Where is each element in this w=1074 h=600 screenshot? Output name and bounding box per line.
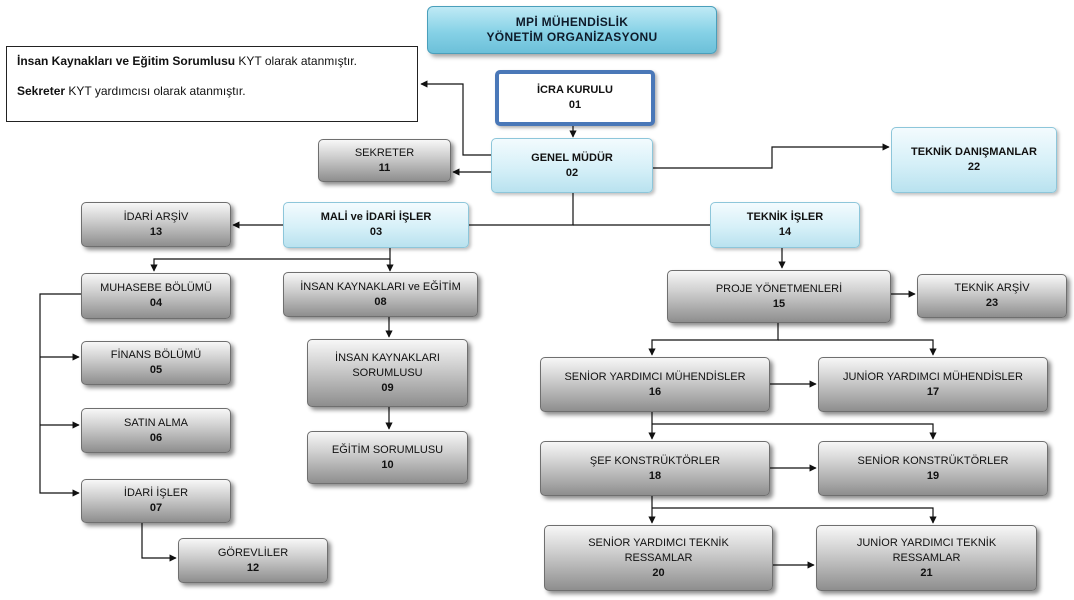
chart-title: MPİ MÜHENDİSLİK YÖNETİM ORGANİZASYONU <box>427 6 717 54</box>
unit-egitim-sorumlusu: EĞİTİM SORUMLUSU 10 <box>307 431 468 484</box>
link-07-12 <box>141 523 177 562</box>
link-03-04 <box>150 248 391 272</box>
link-18-21 <box>652 507 937 524</box>
unit-idari-isler: İDARİ İŞLER 07 <box>81 479 231 523</box>
unit-label: İCRA KURULU <box>537 84 613 96</box>
unit-genel-mudur: GENEL MÜDÜR 02 <box>491 138 653 193</box>
link-02-note <box>420 80 491 156</box>
title-line-2: YÖNETİM ORGANİZASYONU <box>486 30 658 44</box>
link-15-16 <box>648 323 779 356</box>
appointment-note: İnsan Kaynakları ve Eğitim Sorumlusu KYT… <box>6 46 418 122</box>
unit-junior-yardimci-muhendisler: JUNİOR YARDIMCI MÜHENDİSLER 17 <box>818 357 1048 412</box>
unit-mali-idari-isler: MALİ ve İDARİ İŞLER 03 <box>283 202 469 248</box>
unit-teknik-arsiv: TEKNİK ARŞİV 23 <box>917 274 1067 318</box>
title-line-1: MPİ MÜHENDİSLİK <box>515 15 629 29</box>
unit-sekreter: SEKRETER 11 <box>318 139 451 182</box>
unit-insan-kaynaklari-sorumlusu: İNSAN KAYNAKLARI SORUMLUSU 09 <box>307 339 468 407</box>
note-line-2: Sekreter KYT yardımcısı olarak atanmıştı… <box>17 84 246 98</box>
unit-junior-yardimci-teknik-ressamlar: JUNİOR YARDIMCI TEKNİK RESSAMLAR 21 <box>816 525 1037 591</box>
link-02-03-14 <box>469 193 574 226</box>
unit-icra-kurulu: İCRA KURULU 01 <box>495 70 655 126</box>
unit-sef-konstruktorler: ŞEF KONSTRÜKTÖRLER 18 <box>540 441 770 496</box>
unit-proje-yonetmenleri: PROJE YÖNETMENLERİ 15 <box>667 270 891 323</box>
link-04-group <box>39 293 81 497</box>
unit-muhasebe: MUHASEBE BÖLÜMÜ 04 <box>81 273 231 319</box>
unit-insan-kaynaklari-egitim: İNSAN KAYNAKLARI ve EĞİTİM 08 <box>283 272 478 317</box>
note-line-1: İnsan Kaynakları ve Eğitim Sorumlusu KYT… <box>17 54 357 68</box>
unit-finans: FİNANS BÖLÜMÜ 05 <box>81 341 231 385</box>
unit-senior-konstruktorler: SENİOR KONSTRÜKTÖRLER 19 <box>818 441 1048 496</box>
link-15-17 <box>778 339 937 356</box>
unit-teknik-isler: TEKNİK İŞLER 14 <box>710 202 860 248</box>
unit-senior-yardimci-muhendisler: SENİOR YARDIMCI MÜHENDİSLER 16 <box>540 357 770 412</box>
unit-idari-arsiv: İDARİ ARŞİV 13 <box>81 202 231 247</box>
unit-code: 01 <box>568 99 582 111</box>
unit-gorevliler: GÖREVLİLER 12 <box>178 538 328 583</box>
unit-senior-yardimci-teknik-ressamlar: SENİOR YARDIMCI TEKNİK RESSAMLAR 20 <box>544 525 773 591</box>
link-16-19 <box>652 423 937 440</box>
unit-satin-alma: SATIN ALMA 06 <box>81 408 231 453</box>
link-02-22 <box>653 143 890 169</box>
unit-teknik-danismanlar: TEKNİK DANIŞMANLAR 22 <box>891 127 1057 193</box>
